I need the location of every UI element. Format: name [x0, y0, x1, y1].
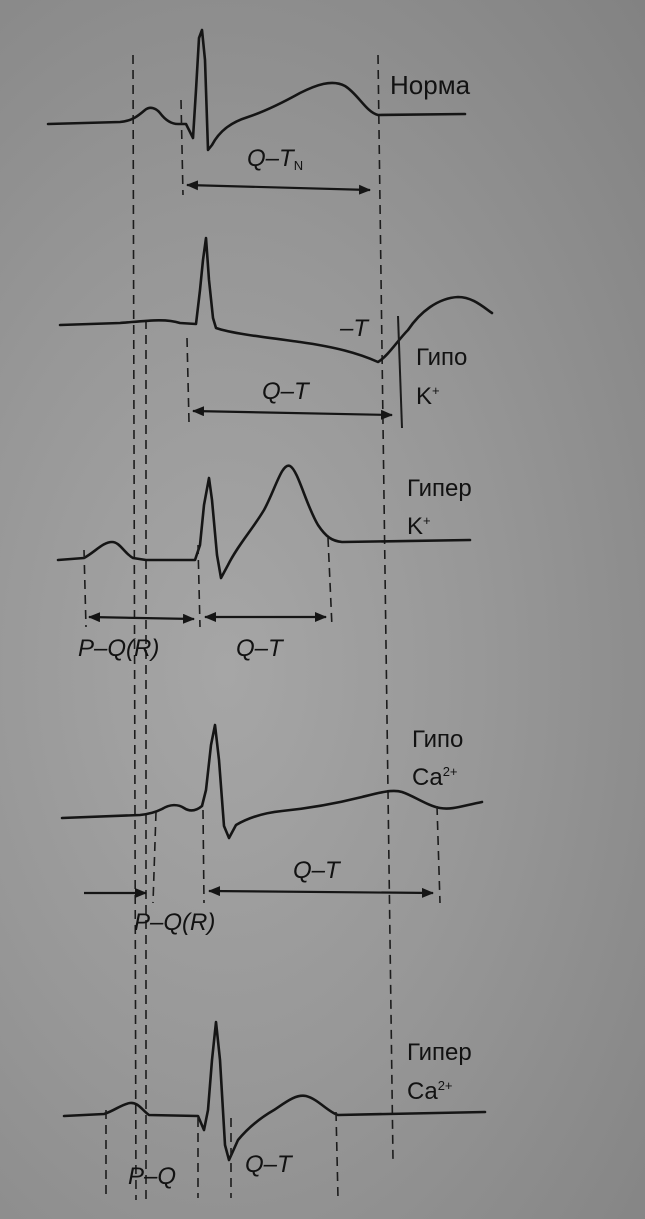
ecg-trace-hypo-ca	[60, 723, 484, 840]
ecg-trace-hyper-k	[56, 464, 472, 580]
qt-arrow-norm	[186, 180, 371, 195]
condition-label-hyper-k: Гипер	[407, 475, 472, 502]
ion-label-hypo-k: K+	[416, 383, 440, 410]
qt-label-hypo-k: Q–T	[262, 378, 309, 405]
ion-label-hypo-ca: Ca2+	[412, 764, 458, 791]
qt-label-hyper-ca: Q–T	[245, 1151, 292, 1178]
qrs-line-hyper-k	[197, 544, 201, 628]
qt-start-line-norm	[180, 99, 184, 196]
pq-label-hypo-ca: P–Q(R)	[134, 909, 216, 936]
inverted-t-label-hypo-k: –T	[340, 315, 369, 342]
ion-label-hyper-k: K+	[407, 513, 431, 540]
qt-label-hypo-ca: Q–T	[293, 857, 340, 884]
qt-arrow-hypo-ca	[208, 886, 434, 898]
qt-start-line-hypo-k	[186, 337, 190, 423]
pq-start-line-hyper-k	[83, 549, 87, 628]
ion-label-hyper-ca: Ca2+	[407, 1078, 453, 1105]
qt-arrow-hypo-k	[192, 406, 393, 420]
ecg-trace-hyper-ca	[62, 1020, 487, 1162]
condition-label-hyper-ca: Гипер	[407, 1039, 472, 1066]
pq-arrow-hyper-k	[88, 612, 195, 624]
condition-label-hypo-ca: Гипо	[412, 726, 464, 753]
ref-line-t-end	[377, 54, 394, 1161]
qt-end-line-hypo-ca	[436, 805, 441, 904]
qrs-line-hypo-ca	[202, 809, 205, 904]
pq-label-hyper-k: P–Q(R)	[78, 635, 160, 662]
condition-label-hypo-k: Гипо	[416, 344, 468, 371]
ref-line-p-onset	[132, 54, 137, 1201]
qt-end-line-hyper-ca	[335, 1111, 339, 1199]
ecg-trace-hypo-k	[58, 236, 494, 364]
qt-label-hyper-k: Q–T	[236, 635, 283, 662]
ecg-trace-norm	[46, 28, 467, 152]
condition-label-norm: Норма	[390, 70, 471, 100]
qt-end-tick-hypo-k	[397, 315, 403, 429]
qt-end-line-hyper-k	[327, 537, 333, 628]
pq-start-line-hypo-ca	[152, 811, 157, 904]
pq-label-hyper-ca: P–Q	[128, 1163, 177, 1190]
qt-label-norm: Q–TN	[247, 145, 304, 174]
